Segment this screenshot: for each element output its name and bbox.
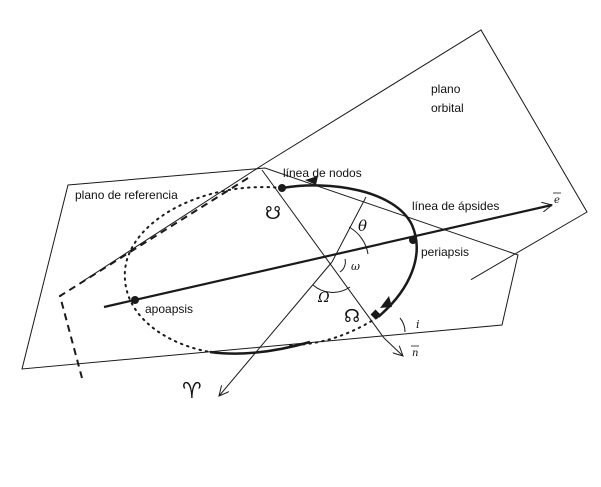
aries-symbol: ♈ — [182, 379, 202, 404]
theta-arc — [348, 226, 369, 255]
omega-big-arc — [312, 284, 351, 293]
line-of-nodes-label: línea de nodos — [283, 166, 362, 180]
true-anomaly-radius — [331, 196, 367, 263]
orbit-visible-part — [281, 184, 418, 318]
line-of-nodes — [261, 169, 385, 339]
descending-node-symbol: ☋ — [265, 203, 281, 224]
orbit-visible-part-lower — [209, 340, 311, 355]
vector-e-label: e — [554, 195, 560, 206]
orbit-direction-arrow-top — [305, 176, 318, 185]
periapsis-point — [409, 236, 417, 244]
ascending-node-symbol: ☊ — [344, 306, 360, 327]
reference-plane — [21, 167, 519, 370]
theta-label: θ — [358, 217, 367, 235]
apoapsis-point — [131, 296, 139, 304]
orbital-plane-hidden-edge — [58, 177, 249, 379]
reference-plane-label: plano de referencia — [75, 188, 178, 202]
node-vector-n — [383, 337, 403, 356]
line-of-apsides-label: línea de ápsides — [412, 199, 499, 213]
line-of-apsides — [103, 203, 553, 309]
orbit-direction-arrow-right — [380, 296, 392, 308]
orbital-plane-label-line2: orbital — [431, 101, 464, 115]
periapsis-label: periapsis — [421, 245, 469, 259]
argument-of-periapsis-label: ω — [351, 260, 360, 273]
longitude-ascending-node-label: Ω — [317, 290, 330, 306]
orbital-plane-label-line1: plano — [431, 82, 461, 96]
apoapsis-label: apoapsis — [145, 302, 193, 316]
orbit-hidden-part — [123, 186, 283, 353]
vernal-equinox-direction — [219, 261, 333, 396]
orbital-plane — [59, 29, 588, 473]
orbit-hidden-part-2 — [289, 316, 379, 346]
ascending-node-point — [370, 309, 381, 320]
inclination-label: i — [416, 318, 420, 331]
vector-n-label: n — [412, 348, 418, 359]
inclination-arc — [399, 317, 406, 333]
omega-small-arc — [339, 258, 346, 273]
descending-node-point — [278, 184, 286, 192]
eccentricity-vector-e — [519, 205, 552, 213]
